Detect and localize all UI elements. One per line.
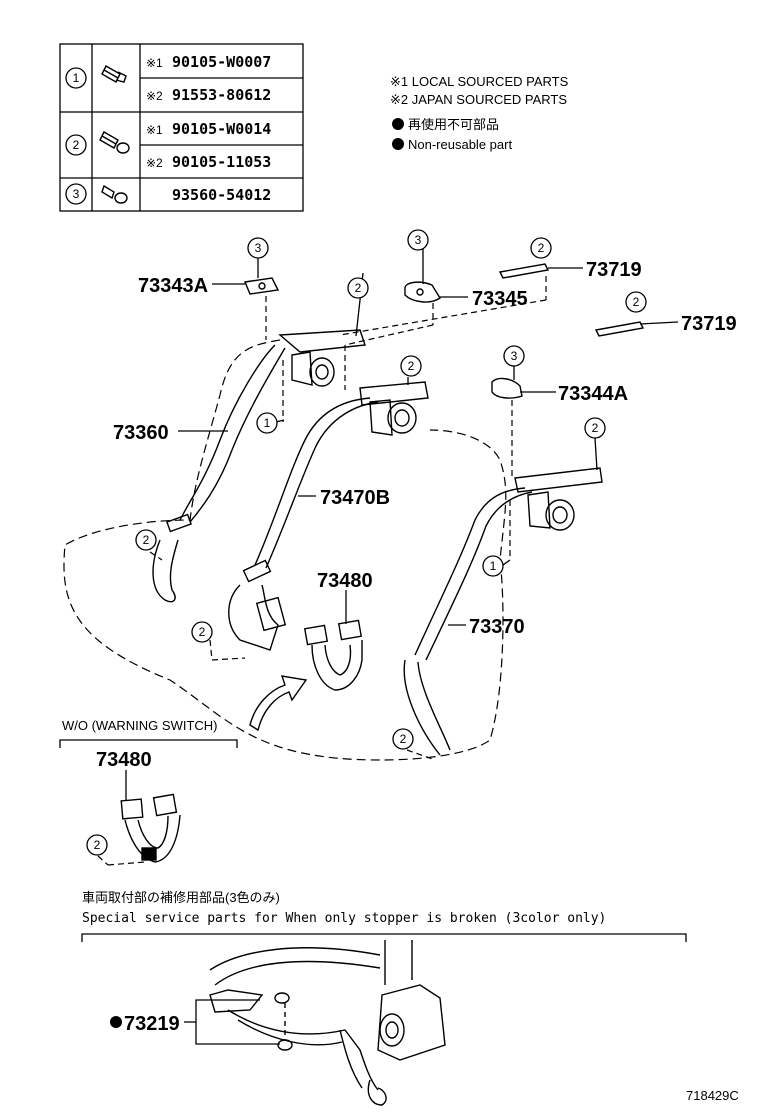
callout-2: 2 [400,355,422,377]
svg-text:2: 2 [73,138,80,152]
svg-text:2: 2 [199,625,206,639]
table-key-2: 2 [65,134,87,156]
callout-2: 2 [392,728,414,750]
table-key-1: 1 [65,67,87,89]
wo-label: W/O (WARNING SWITCH) [62,718,218,733]
svg-text:90105-11053: 90105-11053 [172,153,271,171]
callout-2: 2 [191,621,213,643]
part-labels: 73343A 73345 73719 73719 73344A 73360 73… [113,259,737,638]
direction-arrow [249,675,308,732]
label-73719-lower: 73719 [681,313,737,335]
svg-text:2: 2 [592,421,599,435]
bolt-icon [101,65,127,83]
non-reusable-dot-icon [110,1016,122,1028]
svg-text:93560-54012: 93560-54012 [172,186,271,204]
stopper-detail [209,940,446,1106]
non-reusable-dot-icon [392,118,404,130]
svg-text:90105-W0014: 90105-W0014 [172,120,271,138]
special-title-jp: 車両取付部の補修用部品(3色のみ) [82,890,280,905]
label-73344A: 73344A [558,383,628,405]
callout-2: 2 [135,529,157,551]
callout-2: 2 [584,417,606,439]
svg-text:※1 LOCAL SOURCED PARTS: ※1 LOCAL SOURCED PARTS [390,74,569,89]
callout-2: 2 [347,277,369,299]
callout-3: 3 [247,237,269,259]
svg-text:91553-80612: 91553-80612 [172,86,271,104]
cover-73345 [404,281,441,303]
callout-3: 3 [407,229,429,251]
svg-text:3: 3 [415,233,422,247]
screw-icon [101,184,128,204]
buckle-73480-center [303,619,363,691]
callout-1: 1 [482,555,504,577]
svg-text:1: 1 [490,559,497,573]
label-73470B: 73470B [320,487,390,509]
bolt-with-washer-icon [99,131,130,154]
bracket-lines [184,999,280,1045]
callout-1: 1 [256,412,278,434]
special-title-en: Special service parts for When only stop… [82,911,606,926]
callouts: 3 3 3 2 2 2 2 2 2 2 2 2 1 1 [86,229,647,856]
table-entries: ※1 90105-W0007 ※2 91553-80612 ※1 90105-W… [146,53,271,204]
svg-text:3: 3 [511,349,518,363]
callout-2: 2 [530,237,552,259]
cover-73344A [491,377,523,399]
legend: ※1 LOCAL SOURCED PARTS ※2 JAPAN SOURCED … [390,74,569,152]
belt-73470B [228,381,429,651]
label-73343A: 73343A [138,275,208,297]
svg-text:※1: ※1 [146,123,163,137]
svg-text:3: 3 [73,187,80,201]
svg-text:再使用不可部品: 再使用不可部品 [408,117,499,132]
fastener-table [59,43,304,212]
cover-73343A [244,277,280,295]
plate-73719-upper [498,263,550,279]
diagram-code: 718429C [686,1088,739,1103]
guide-lines [97,276,547,866]
svg-text:2: 2 [538,241,545,255]
svg-text:Non-reusable part: Non-reusable part [408,137,512,152]
belt-73370 [403,467,603,756]
label-73480: 73480 [317,570,373,592]
svg-text:2: 2 [408,359,415,373]
seat-outline [63,339,507,761]
callout-2: 2 [625,291,647,313]
buckle-73480-wo [120,793,181,863]
svg-text:2: 2 [633,295,640,309]
svg-text:※2: ※2 [146,89,163,103]
table-key-3: 3 [65,183,87,205]
label-73370: 73370 [469,616,525,638]
special-service-section: 車両取付部の補修用部品(3色のみ) Special service parts … [81,890,687,1106]
label-73345: 73345 [472,288,528,310]
non-reusable-dot-icon [392,138,404,150]
belt-73360 [152,329,366,603]
label-73480-wo: 73480 [96,749,152,771]
label-73219: 73219 [124,1013,180,1035]
svg-text:2: 2 [355,281,362,295]
svg-text:※1: ※1 [146,56,163,70]
svg-text:90105-W0007: 90105-W0007 [172,53,271,71]
svg-text:1: 1 [264,416,271,430]
svg-text:※2 JAPAN SOURCED PARTS: ※2 JAPAN SOURCED PARTS [390,92,567,107]
svg-text:2: 2 [143,533,150,547]
plate-73719-lower [594,321,645,337]
callout-3: 3 [503,345,525,367]
svg-text:2: 2 [400,732,407,746]
callout-2: 2 [86,834,108,856]
svg-text:2: 2 [94,838,101,852]
svg-text:1: 1 [73,71,80,85]
label-73360: 73360 [113,422,169,444]
svg-text:※2: ※2 [146,156,163,170]
svg-text:3: 3 [255,241,262,255]
label-73719-upper: 73719 [586,259,642,281]
wo-warning-switch-section: W/O (WARNING SWITCH) 73480 [59,718,238,863]
